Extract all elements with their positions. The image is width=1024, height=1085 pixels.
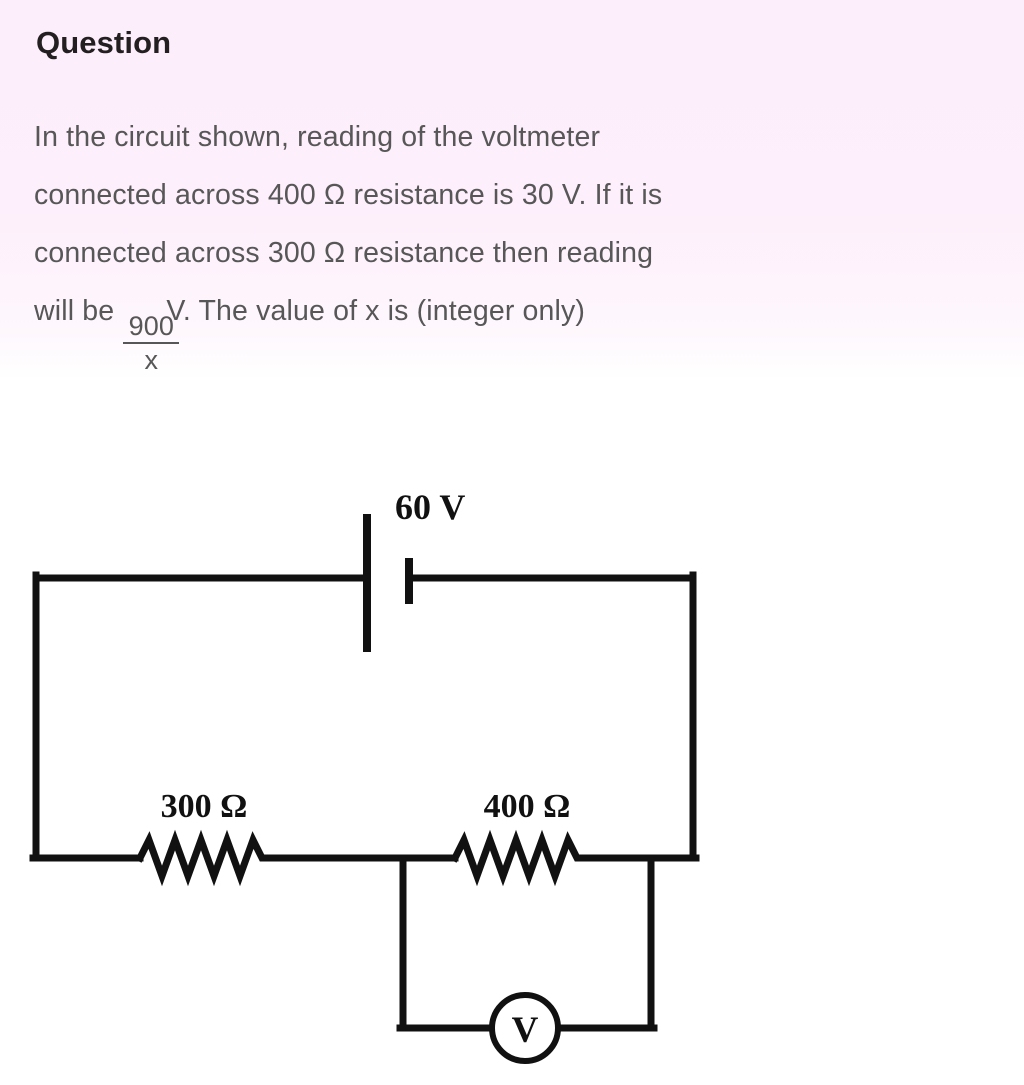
question-line-3: connected across 300 Ω resistance then r… [34,237,654,269]
question-text: In the circuit shown, reading of the vol… [34,108,994,376]
voltmeter-circle [489,992,561,1064]
resistor-400-zigzag [450,829,594,887]
voltmeter-label: V [512,1010,539,1051]
fraction-bar [123,341,180,344]
resistor-300-label: 300 Ω [161,788,248,825]
question-line-2: connected across 400 Ω resistance is 30 … [34,179,663,211]
battery-label: 60 V [395,487,465,527]
fraction-denominator: x [144,344,159,375]
circuit-schematic-svg: V 60 V 300 Ω 400 Ω [29,487,700,1064]
question-line-4-prefix: will be [34,295,115,327]
question-line-1: In the circuit shown, reading of the vol… [34,121,601,153]
resistor-400-label: 400 Ω [484,788,571,825]
page-title: Question [36,25,172,60]
fraction-numerator: 900 [128,310,175,341]
page-background-wash [0,0,1024,380]
circuit-diagram: V 60 V 300 Ω 400 Ω [0,470,1024,1085]
resistor-300-zigzag [135,829,272,887]
question-line-4-suffix: V. The value of x is (integer only) [166,295,586,327]
circuit-wires [29,514,700,1032]
